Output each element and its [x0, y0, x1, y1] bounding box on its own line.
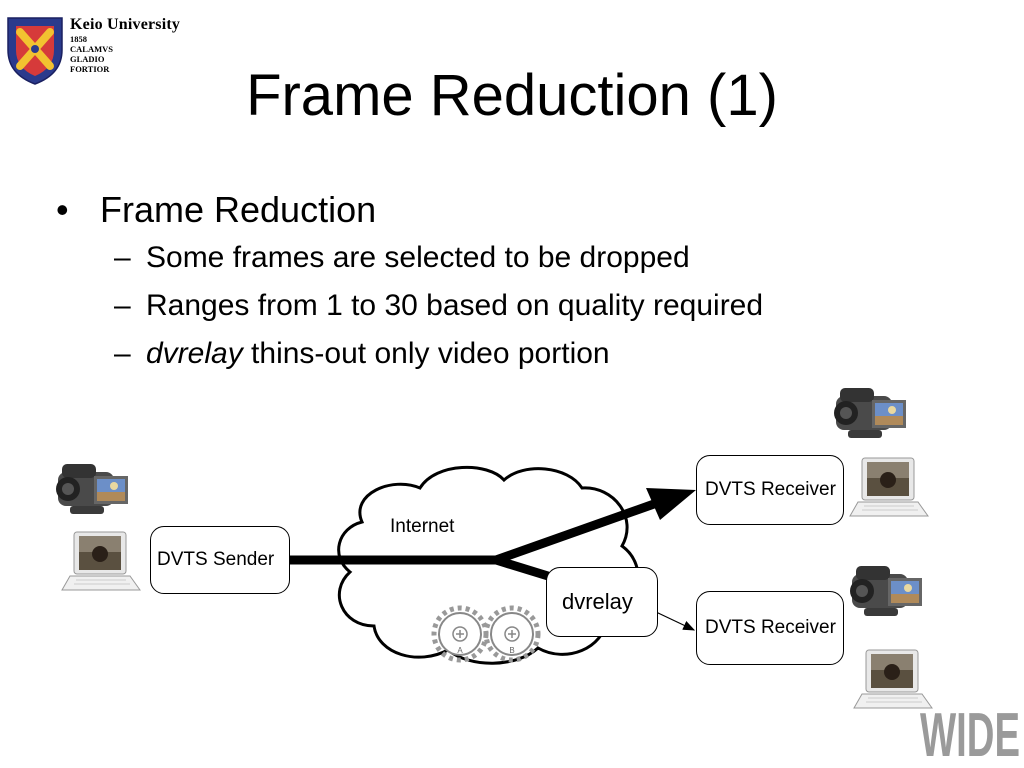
dash-mark: –: [114, 241, 131, 274]
sub-bullet-1: – Some frames are selected to be dropped: [114, 234, 763, 282]
receiver-top-laptop-icon: [849, 457, 929, 517]
keio-logo: Keio University 1858 CALAMVS GLADIO FORT…: [4, 14, 204, 94]
dvts-sender-label: DVTS Sender: [157, 549, 275, 570]
sub-bullet-3-italic: dvrelay: [146, 337, 243, 370]
flow-to-relay: [494, 555, 550, 581]
arrowhead-top: [646, 488, 696, 520]
logo-line-3: GLADIO: [70, 54, 105, 64]
receiver-top-camcorder-icon: [834, 388, 906, 438]
sub-bullet-3-text: thins-out only video portion: [242, 337, 610, 370]
logo-line-2: CALAMVS: [70, 44, 113, 54]
wide-logo-text: WIDE: [920, 701, 1020, 764]
dvrelay-box: dvrelay: [546, 567, 658, 637]
sender-laptop-icon: [61, 531, 141, 591]
sub-bullet-1-text: Some frames are selected to be dropped: [146, 241, 690, 274]
bullet-main: • Frame Reduction: [56, 186, 763, 234]
gear-b-label: B: [509, 646, 514, 655]
dvts-receiver-bottom-box: DVTS Receiver: [696, 591, 844, 665]
sub-bullet-2: – Ranges from 1 to 30 based on quality r…: [114, 282, 763, 330]
bullet-list: • Frame Reduction – Some frames are sele…: [56, 186, 763, 378]
bullet-mark: •: [56, 189, 69, 230]
logo-line-4: FORTIOR: [70, 64, 110, 74]
sub-bullet-3: – dvrelay thins-out only video portion: [114, 330, 763, 378]
sub-bullet-2-text: Ranges from 1 to 30 based on quality req…: [146, 289, 764, 322]
receiver-bottom-camcorder-icon: [850, 566, 922, 616]
logo-line-1: 1858: [70, 34, 87, 44]
keio-shield-icon: [7, 17, 63, 85]
dvrelay-label: dvrelay: [562, 589, 633, 614]
wide-logo: WIDE: [920, 701, 1020, 764]
dash-mark: –: [114, 337, 131, 370]
internet-label: Internet: [390, 516, 455, 537]
dvts-receiver-top-box: DVTS Receiver: [696, 455, 844, 525]
gear-a-label: A: [457, 646, 463, 655]
flow-relay-to-receiver-bottom: [655, 611, 696, 631]
flow-to-receiver-top: [494, 499, 656, 565]
dvts-receiver-bottom-label: DVTS Receiver: [705, 617, 836, 638]
dvts-receiver-top-label: DVTS Receiver: [705, 479, 836, 500]
slide-title: Frame Reduction (1): [246, 63, 778, 128]
dash-mark: –: [114, 289, 131, 322]
bullet-main-text: Frame Reduction: [100, 189, 377, 230]
sender-camcorder-icon: [56, 464, 128, 514]
dvts-sender-box: DVTS Sender: [150, 526, 290, 594]
logo-name: Keio University: [70, 16, 181, 33]
